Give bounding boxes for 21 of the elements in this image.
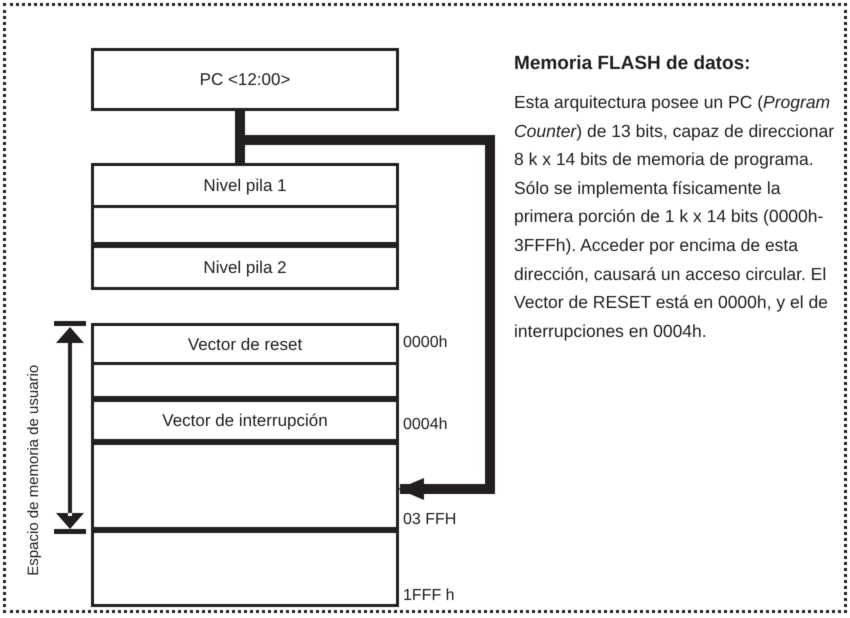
cell-label: Nivel pila 1 — [203, 177, 287, 194]
empty-memory-cell — [91, 530, 399, 607]
memory-cell — [91, 245, 399, 290]
memory-cell — [91, 163, 399, 208]
empty-memory-cell — [91, 442, 399, 530]
empty-memory-cell — [91, 362, 399, 399]
address-label: 03 FFH — [403, 512, 456, 528]
address-label: 0004h — [403, 417, 448, 433]
address-label: 1FFF h — [403, 588, 455, 604]
empty-memory-cell — [91, 205, 399, 245]
heading: Memoria FLASH de datos: — [514, 52, 750, 76]
cell-label: PC <12:00> — [200, 71, 290, 88]
cell-label: Vector de reset — [188, 336, 302, 352]
memory-cell — [91, 399, 399, 442]
memory-cell — [91, 323, 399, 365]
description-paragraph: Esta arquitectura posee un PC (Program Counter) de 13 bits, capaz de direccionar 8 k x 14 bits de memoria de programa. Sólo se implementa físicamente la primera porción de 1 k x 14 bits (0000h-3FFFh). Acceder por encima de esta dirección, causará un acceso circular. El Vector de RESET está en 0000h, y el de interrupciones en 0004h. — [514, 91, 836, 343]
memory-cell — [91, 48, 399, 111]
address-label: 0000h — [403, 335, 448, 351]
cell-label: Vector de interrupción — [162, 412, 328, 429]
axis-label: Espacio de memoria de usuario — [24, 364, 43, 576]
cell-label: Nivel pila 2 — [203, 259, 287, 276]
